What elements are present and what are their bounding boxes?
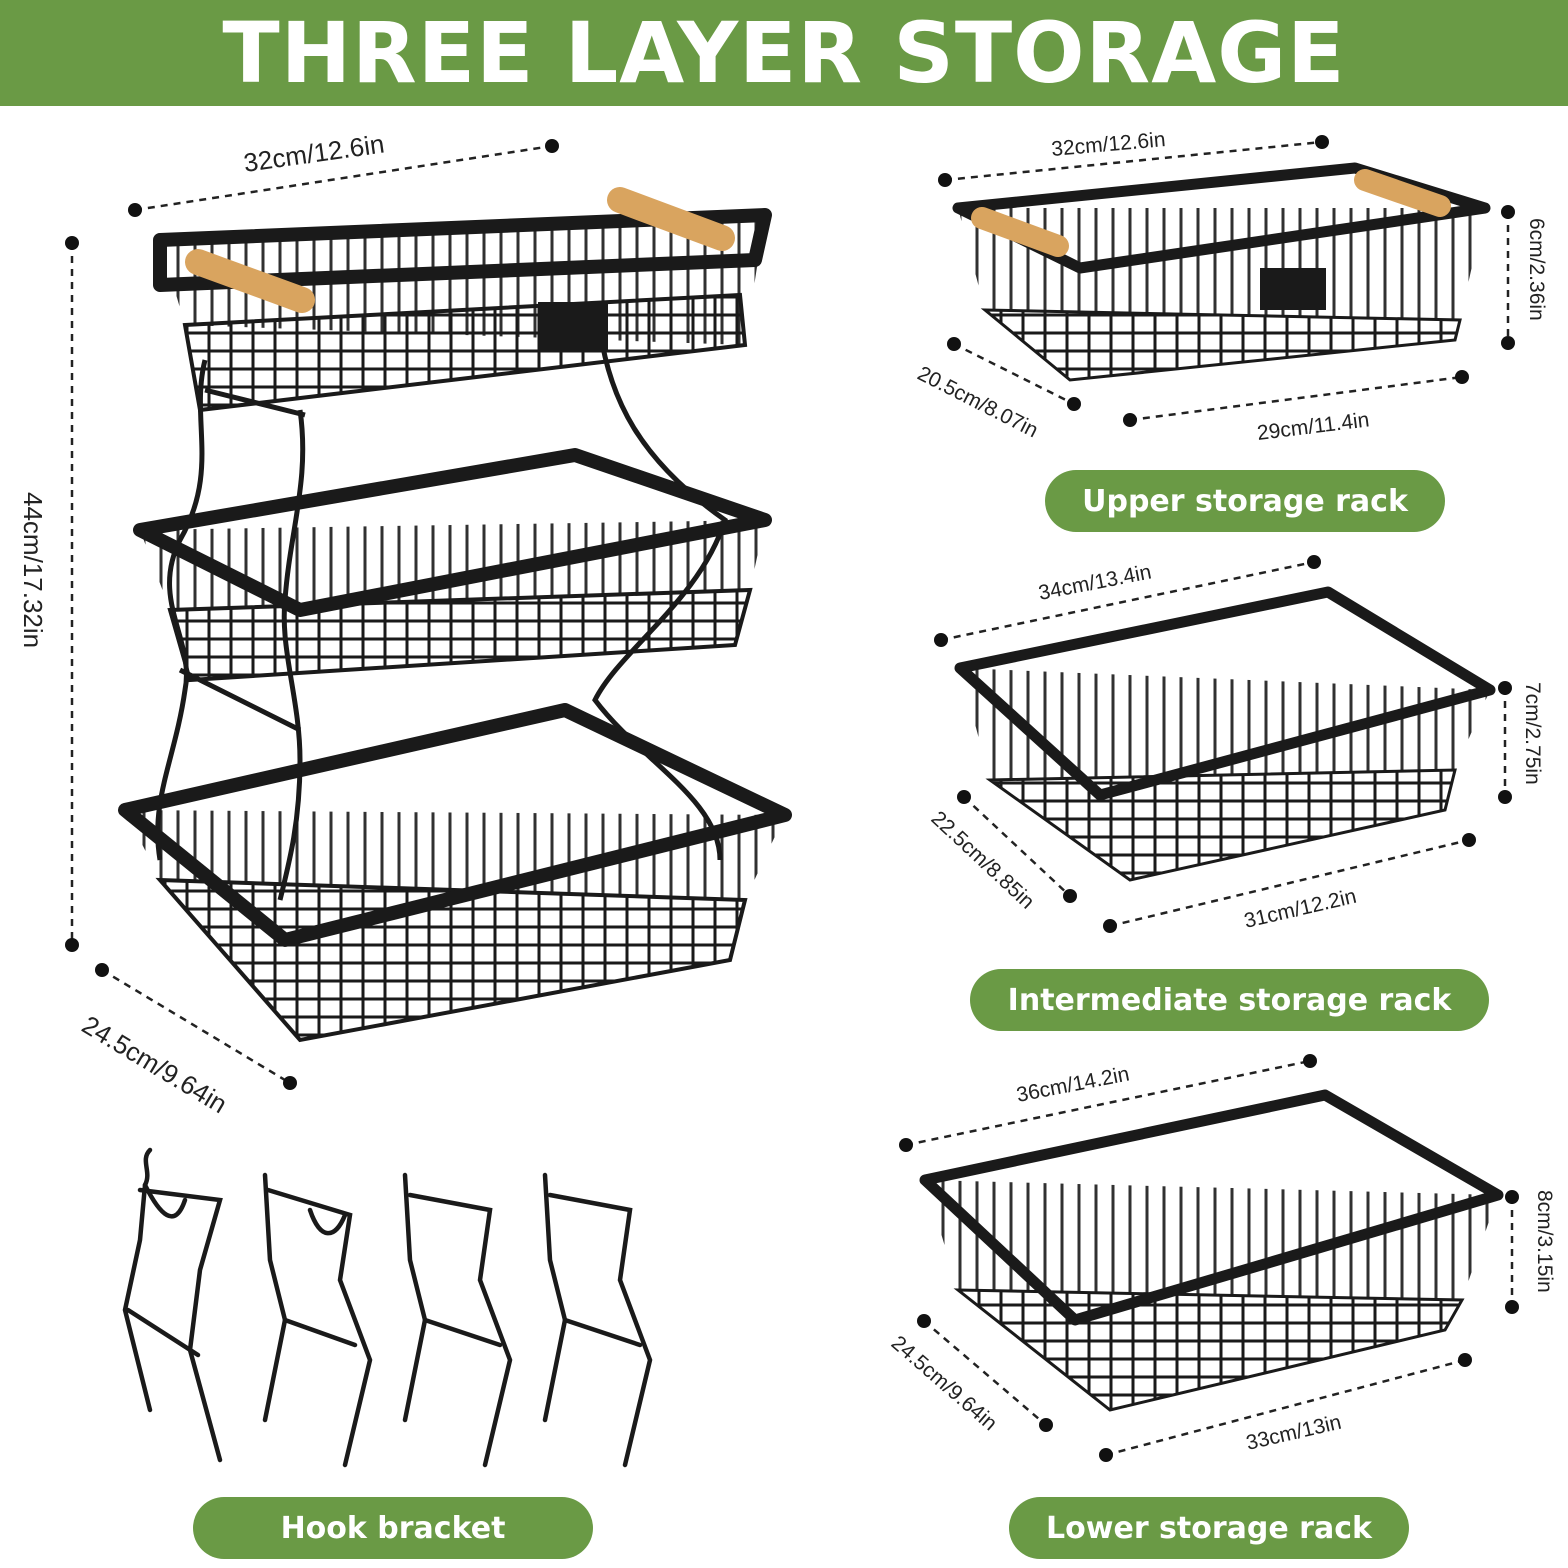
lower-rack-illustration bbox=[919, 1089, 1504, 1412]
upper-rack-label: Upper storage rack bbox=[1045, 470, 1445, 532]
assembled-height-dimension: 44cm/17.32in bbox=[18, 236, 79, 952]
upper-rack-depth-label: 20.5cm/8.07in bbox=[914, 362, 1042, 442]
assembled-basket-stack bbox=[118, 187, 792, 1043]
upper-rack-illustration bbox=[952, 162, 1491, 382]
hook-bracket-1 bbox=[122, 1147, 223, 1463]
intermediate-rack-depth-label: 22.5cm/8.85in bbox=[927, 807, 1039, 914]
lower-rack-bottom-label: 33cm/13in bbox=[1244, 1411, 1344, 1455]
hook-bracket-2 bbox=[262, 1172, 373, 1468]
assembled-width-label: 32cm/12.6in bbox=[242, 129, 386, 178]
upper-rack-bottom-label: 29cm/11.4in bbox=[1256, 408, 1371, 445]
assembled-middle-basket bbox=[133, 448, 772, 683]
assembled-lower-basket bbox=[118, 703, 792, 1043]
hook-bracket-label: Hook bracket bbox=[193, 1497, 593, 1559]
assembled-upper-basket bbox=[153, 187, 772, 413]
title-banner: THREE LAYER STORAGE bbox=[0, 0, 1568, 106]
lower-rack-depth-label: 24.5cm/9.64in bbox=[887, 1331, 1002, 1435]
assembled-height-label: 44cm/17.32in bbox=[18, 492, 48, 648]
lower-rack-height-label: 8cm/3.15in bbox=[1533, 1190, 1556, 1293]
hook-bracket-4 bbox=[542, 1172, 653, 1468]
intermediate-rack-height-label: 7cm/2.75in bbox=[1521, 682, 1544, 785]
intermediate-rack-illustration bbox=[954, 586, 1496, 882]
intermediate-rack-label: Intermediate storage rack bbox=[970, 969, 1489, 1031]
page-title: THREE LAYER STORAGE bbox=[222, 4, 1346, 102]
assembled-depth-label: 24.5cm/9.64in bbox=[77, 1009, 232, 1119]
lower-rack-top-label: 36cm/14.2in bbox=[1015, 1063, 1132, 1107]
assembled-width-dimension: 32cm/12.6in bbox=[128, 129, 559, 217]
lower-rack-label: Lower storage rack bbox=[1009, 1497, 1409, 1559]
hook-bracket-3 bbox=[402, 1172, 513, 1468]
upper-rack-top-label: 32cm/12.6in bbox=[1050, 128, 1166, 161]
upper-rack-height-label: 6cm/2.36in bbox=[1525, 218, 1548, 321]
hook-bracket-set bbox=[122, 1147, 653, 1468]
intermediate-rack-bottom-label: 31cm/12.2in bbox=[1242, 885, 1359, 933]
